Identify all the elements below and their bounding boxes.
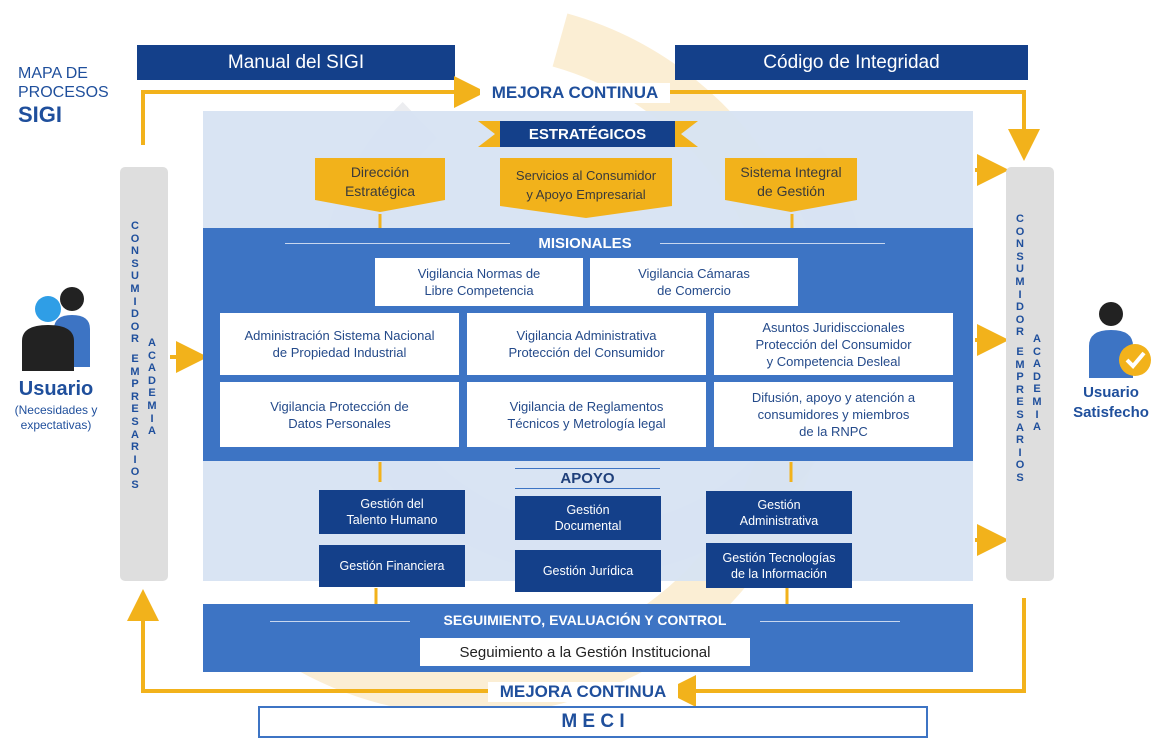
misionales-line-left [285,243,510,244]
direccion-estrategica-line2: Estratégica [344,183,416,199]
gestion-juridica-label: Gestión Jurídica [542,564,634,578]
gestion-tecnologias-informacion: Gestión Tecnologías de la Información [706,543,852,588]
seguimiento-gestion-label: Seguimiento a la Gestión Institucional [459,643,711,661]
gestion-talento-humano: Gestión del Talento Humano [319,490,465,534]
direccion-estrategica: Dirección Estratégica [315,160,445,204]
gestion-talento-humano-line2: Talento Humano [346,513,438,527]
gestion-tecnologias-line2: de la Información [731,566,827,581]
map-label: MAPA DE PROCESOS SIGI [18,64,109,127]
estrategicos-title-box: ESTRATÉGICOS [500,121,675,147]
gestion-tecnologias-line1: Gestión Tecnologías [722,550,836,565]
administracion-propiedad-industrial: Administración Sistema Nacional de Propi… [220,313,459,375]
left-stakeholder-column [120,167,168,581]
left-user-subtitle-line2: expectativas) [20,418,92,432]
vigilancia-datos-personales-line2: Datos Personales [288,415,391,431]
apoyo-title: APOYO [515,468,660,489]
misionales-line-right [660,243,885,244]
vigilancia-reglamentos-tecnicos: Vigilancia de Reglamentos Técnicos y Met… [467,382,706,447]
asuntos-jurisdiccionales-line2: Protección del Consumidor [755,336,912,352]
administracion-propiedad-industrial-line2: de Propiedad Industrial [272,345,407,360]
codigo-integridad-label: Código de Integridad [763,51,940,73]
vigilancia-proteccion-consumidor: Vigilancia Administrativa Protección del… [467,313,706,375]
left-user-subtitle-line1: (Necesidades y [14,403,98,417]
bottom-mejora-continua: MEJORA CONTINUA [488,682,678,702]
meci-bar: M E C I [258,706,928,738]
gestion-documental-line2: Documental [554,519,622,533]
right-user-title-line1: Usuario [1083,384,1139,401]
gestion-documental: Gestión Documental [515,496,661,540]
right-stakeholder-column [1006,167,1054,581]
difusion-apoyo-atencion-line1: Difusión, apoyo y atención a [751,390,916,405]
sistema-integral-gestion-line1: Sistema Integral [740,164,842,180]
misionales-title: MISIONALES [538,235,632,252]
difusion-apoyo-atencion: Difusión, apoyo y atención a consumidore… [714,382,953,447]
left-user-title: Usuario [18,378,94,400]
gestion-documental-line1: Gestión [566,503,610,517]
meci-label: M E C I [561,711,625,732]
gestion-financiera-label: Gestión Financiera [339,559,445,573]
vigilancia-reglamentos-tecnicos-line2: Técnicos y Metrología legal [507,415,666,431]
direccion-estrategica-line1: Dirección [350,164,410,180]
vigilancia-datos-personales-line1: Vigilancia Protección de [270,398,409,414]
map-label-line2: PROCESOS [18,84,109,101]
gestion-administrativa-line2: Administrativa [739,513,819,528]
manual-sigi-bar: Manual del SIGI [137,45,455,80]
manual-sigi-label: Manual del SIGI [227,51,365,73]
administracion-propiedad-industrial-line1: Administración Sistema Nacional [244,328,435,343]
vigilancia-reglamentos-tecnicos-line1: Vigilancia de Reglamentos [509,398,664,414]
satisfied-user-icon [1089,302,1151,378]
seguimiento-line-left [270,621,410,622]
right-user-title-line2: Satisfecho [1073,404,1149,421]
right-user-title: Usuario Satisfecho [1066,383,1156,423]
servicios-consumidor: Servicios al Consumidor y Apoyo Empresar… [500,162,672,208]
difusion-apoyo-atencion-line2: consumidores y miembros [757,407,910,422]
vigilancia-libre-competencia-line2: Libre Competencia [424,283,534,298]
asuntos-jurisdiccionales-line3: y Competencia Desleal [766,353,901,369]
vigilancia-camaras-comercio-line1: Vigilancia Cámaras [638,266,750,281]
gestion-administrativa-line1: Gestión [757,497,801,512]
sistema-integral-gestion: Sistema Integral de Gestión [725,160,857,204]
left-user-subtitle: (Necesidades y expectativas) [4,403,108,433]
vigilancia-datos-personales: Vigilancia Protección de Datos Personale… [220,382,459,447]
estrategicos-title: ESTRATÉGICOS [528,125,647,143]
top-mejora-continua: MEJORA CONTINUA [480,83,670,103]
vigilancia-libre-competencia: Vigilancia Normas de Libre Competencia [375,258,583,306]
seguimiento-line-right [760,621,900,622]
asuntos-jurisdiccionales-line1: Asuntos Juridisccionales [762,319,905,335]
vigilancia-camaras-comercio: Vigilancia Cámaras de Comercio [590,258,798,306]
map-label-line3: SIGI [18,102,63,127]
sistema-integral-gestion-line2: de Gestión [757,183,825,199]
servicios-consumidor-line1: Servicios al Consumidor [515,168,657,183]
vigilancia-proteccion-consumidor-line2: Protección del Consumidor [508,345,665,360]
gestion-talento-humano-line1: Gestión del [360,497,424,511]
users-icon [22,287,90,371]
servicios-consumidor-line2: y Apoyo Empresarial [526,187,646,202]
asuntos-jurisdiccionales: Asuntos Juridisccionales Protección del … [714,313,953,375]
vigilancia-libre-competencia-line1: Vigilancia Normas de [417,266,541,281]
seguimiento-gestion-box: Seguimiento a la Gestión Institucional [420,638,750,666]
vigilancia-proteccion-consumidor-line1: Vigilancia Administrativa [516,328,657,343]
vigilancia-camaras-comercio-line2: de Comercio [657,283,731,298]
codigo-integridad-bar: Código de Integridad [675,45,1028,80]
gestion-administrativa: Gestión Administrativa [706,491,852,534]
gestion-financiera: Gestión Financiera [319,545,465,587]
seguimiento-title: SEGUIMIENTO, EVALUACIÓN Y CONTROL [443,612,727,628]
map-label-line1: MAPA DE [18,65,88,82]
gestion-juridica: Gestión Jurídica [515,550,661,592]
difusion-apoyo-atencion-line3: de la RNPC [799,424,868,439]
